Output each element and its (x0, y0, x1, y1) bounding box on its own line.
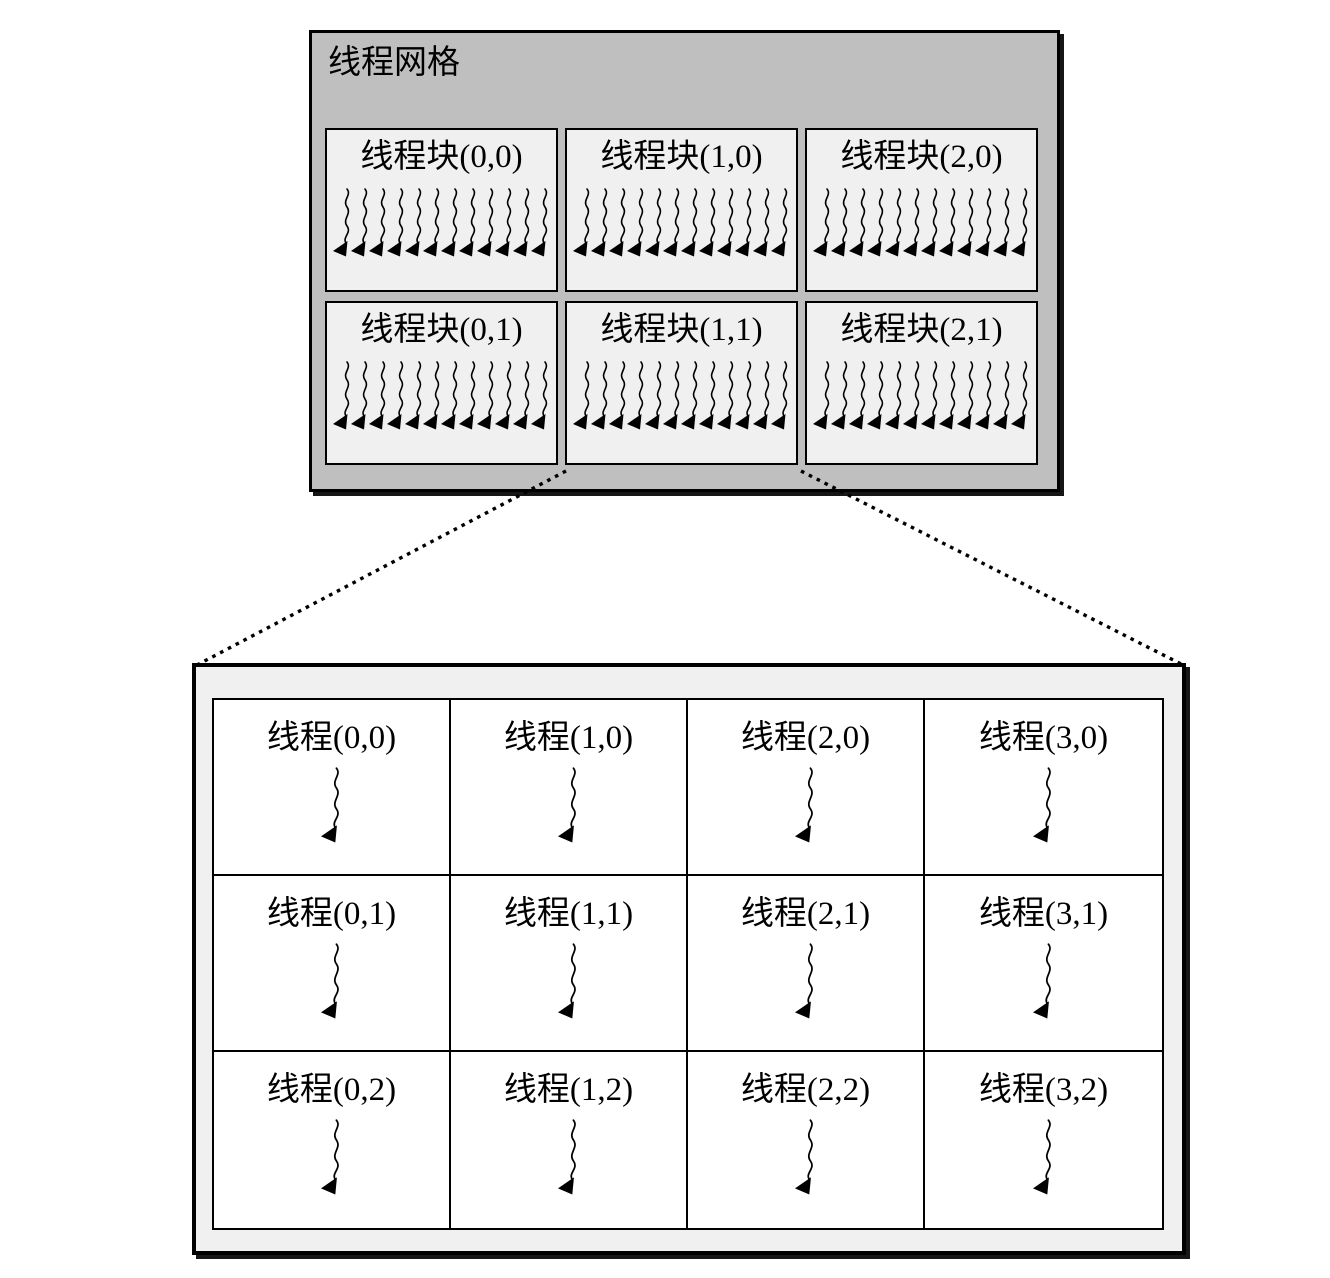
thread-wavy-arrow-icon (320, 767, 339, 844)
thread-cell-1-2: 线程(1,2) (451, 1052, 688, 1228)
thread-block-2-1: 线程块(2,1) (805, 301, 1038, 465)
thread-wavy-arrow-icon (1032, 943, 1051, 1020)
thread-cell-0-2: 线程(0,2) (214, 1052, 451, 1228)
thread-wavy-arrow-row-icon (572, 188, 787, 258)
thread-block-0-1: 线程块(0,1) (325, 301, 558, 465)
thread-cell-2-2: 线程(2,2) (688, 1052, 925, 1228)
thread-wavy-arrow-row-icon (812, 361, 1027, 431)
thread-block-0-0: 线程块(0,0) (325, 128, 558, 292)
thread-cell-3-1: 线程(3,1) (925, 876, 1162, 1052)
thread-block-grid: 线程块(0,0) 线程块(1,0) 线程块(2,0) 线程块(0,1) 线程块(… (325, 128, 1038, 465)
thread-cell-label: 线程(2,1) (740, 896, 871, 932)
thread-cell-label: 线程(3,2) (978, 1072, 1109, 1108)
thread-cell-0-1: 线程(0,1) (214, 876, 451, 1052)
thread-block-label: 线程块(1,0) (600, 139, 763, 175)
thread-block-1-0: 线程块(1,0) (565, 128, 798, 292)
thread-block-1-1: 线程块(1,1) (565, 301, 798, 465)
thread-block-2-0: 线程块(2,0) (805, 128, 1038, 292)
thread-wavy-arrow-icon (557, 767, 576, 844)
thread-wavy-arrow-icon (320, 1119, 339, 1196)
thread-cell-label: 线程(2,2) (740, 1072, 871, 1108)
thread-cell-label: 线程(1,2) (503, 1072, 634, 1108)
thread-cell-label: 线程(1,1) (503, 896, 634, 932)
thread-block-label: 线程块(0,1) (360, 312, 523, 348)
thread-table: 线程(0,0) 线程(1,0) 线程(2,0) 线程(3,0) 线程(0,1) … (212, 698, 1164, 1230)
thread-cell-2-1: 线程(2,1) (688, 876, 925, 1052)
thread-wavy-arrow-row-icon (572, 361, 787, 431)
thread-cell-label: 线程(0,2) (266, 1072, 397, 1108)
thread-cell-label: 线程(3,1) (978, 896, 1109, 932)
connector-line-left (196, 469, 567, 667)
thread-wavy-arrow-icon (1032, 1119, 1051, 1196)
thread-wavy-arrow-icon (794, 1119, 813, 1196)
thread-wavy-arrow-icon (557, 1119, 576, 1196)
thread-cell-0-0: 线程(0,0) (214, 700, 451, 876)
thread-wavy-arrow-icon (794, 943, 813, 1020)
thread-cell-1-1: 线程(1,1) (451, 876, 688, 1052)
thread-grid-title: 线程网格 (328, 45, 460, 81)
thread-block-label: 线程块(0,0) (360, 139, 523, 175)
thread-cell-2-0: 线程(2,0) (688, 700, 925, 876)
thread-wavy-arrow-row-icon (332, 361, 547, 431)
connector-line-right (800, 469, 1184, 667)
thread-wavy-arrow-row-icon (332, 188, 547, 258)
thread-wavy-arrow-icon (794, 767, 813, 844)
thread-cell-3-2: 线程(3,2) (925, 1052, 1162, 1228)
thread-block-label: 线程块(2,1) (840, 312, 1003, 348)
thread-block-label: 线程块(1,1) (600, 312, 763, 348)
thread-wavy-arrow-icon (557, 943, 576, 1020)
thread-wavy-arrow-row-icon (812, 188, 1027, 258)
thread-block-label: 线程块(2,0) (840, 139, 1003, 175)
thread-cell-label: 线程(1,0) (503, 720, 634, 756)
thread-cell-label: 线程(0,0) (266, 720, 397, 756)
thread-grid-box: 线程网格 线程块(0,0) 线程块(1,0) 线程块(2,0) 线程块(0,1)… (309, 30, 1060, 492)
thread-wavy-arrow-icon (320, 943, 339, 1020)
thread-cell-1-0: 线程(1,0) (451, 700, 688, 876)
thread-cell-label: 线程(2,0) (740, 720, 871, 756)
thread-block-detail-box: 线程(0,0) 线程(1,0) 线程(2,0) 线程(3,0) 线程(0,1) … (192, 663, 1186, 1255)
thread-cell-3-0: 线程(3,0) (925, 700, 1162, 876)
thread-cell-label: 线程(3,0) (978, 720, 1109, 756)
thread-cell-label: 线程(0,1) (266, 896, 397, 932)
thread-wavy-arrow-icon (1032, 767, 1051, 844)
